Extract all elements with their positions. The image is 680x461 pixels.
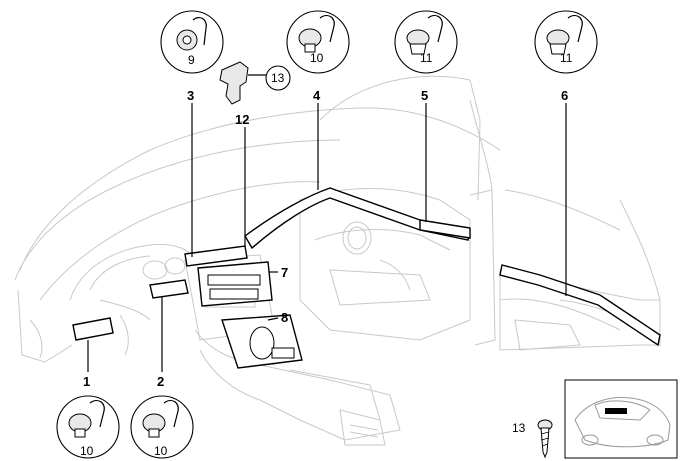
detail-circle-9[interactable]: 9 xyxy=(160,10,224,74)
bracket-12[interactable]: 13 xyxy=(219,61,291,105)
callout-labels: 1 2 3 4 5 6 7 8 12 xyxy=(83,88,568,389)
trim-part-1[interactable] xyxy=(72,317,114,341)
screw-icon xyxy=(537,419,553,459)
clip-mushroom-icon xyxy=(142,399,179,438)
trim-part-3[interactable] xyxy=(184,245,248,267)
callout-1[interactable]: 1 xyxy=(83,374,90,389)
svg-text:9: 9 xyxy=(188,53,195,67)
svg-text:11: 11 xyxy=(560,51,573,65)
svg-text:13: 13 xyxy=(271,71,285,85)
clip-expansion-icon xyxy=(406,14,443,55)
trim-part-4[interactable] xyxy=(244,187,471,250)
clip-round-icon xyxy=(176,16,207,51)
clip-expansion-icon xyxy=(546,14,583,55)
svg-text:10: 10 xyxy=(80,444,94,458)
clip-mushroom-icon xyxy=(298,14,335,53)
callout-5[interactable]: 5 xyxy=(421,88,428,103)
trim-part-6[interactable] xyxy=(499,264,661,347)
svg-text:10: 10 xyxy=(310,51,324,65)
bracket-icon xyxy=(219,61,249,105)
inset-car-overview xyxy=(564,379,678,459)
detail-circle-10-top[interactable]: 10 xyxy=(286,10,350,74)
detail-circle-11-a[interactable]: 11 xyxy=(394,10,458,74)
detail-circle-10-left[interactable]: 10 xyxy=(56,395,120,459)
leader-lines xyxy=(87,103,567,372)
interior-outline xyxy=(14,75,661,446)
callout-3[interactable]: 3 xyxy=(187,88,194,103)
svg-text:10: 10 xyxy=(154,444,168,458)
trim-part-5[interactable] xyxy=(419,219,471,239)
svg-text:13: 13 xyxy=(512,421,526,435)
svg-text:11: 11 xyxy=(420,51,433,65)
car-overview-icon xyxy=(574,396,671,448)
trim-part-2[interactable] xyxy=(149,279,189,299)
callout-4[interactable]: 4 xyxy=(313,88,321,103)
screw-13[interactable]: 13 xyxy=(512,419,553,459)
callout-7[interactable]: 7 xyxy=(281,265,288,280)
callout-12[interactable]: 12 xyxy=(235,112,249,127)
detail-circle-10-right[interactable]: 10 xyxy=(130,395,194,459)
callout-2[interactable]: 2 xyxy=(157,374,164,389)
callout-6[interactable]: 6 xyxy=(561,88,568,103)
trim-parts xyxy=(72,187,661,369)
detail-circle-11-b[interactable]: 11 xyxy=(534,10,598,74)
clip-mushroom-icon xyxy=(68,399,105,438)
callout-8[interactable]: 8 xyxy=(281,310,288,325)
